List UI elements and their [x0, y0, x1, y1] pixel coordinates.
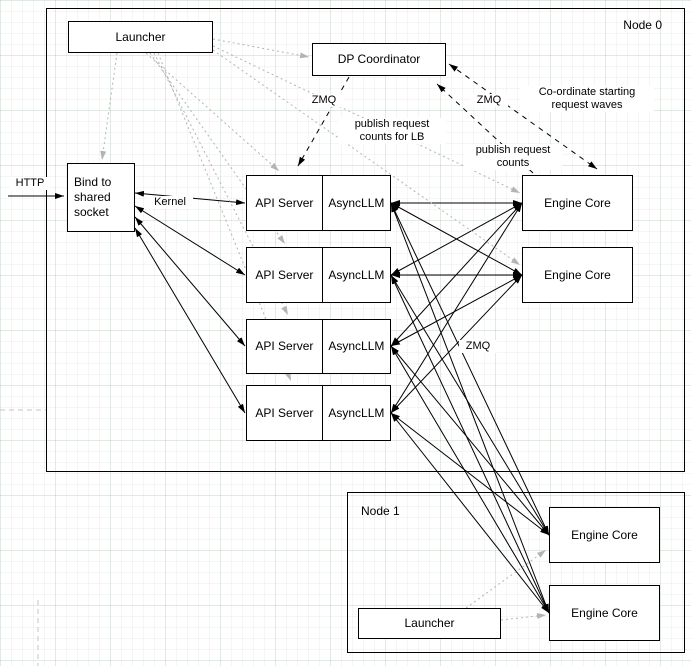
api-server-row-3: API Server AsyncLLM	[246, 319, 391, 374]
edge-launcher-dp	[212, 38, 310, 59]
zmq-dp-api-edge-label: ZMQ	[305, 94, 343, 107]
api-server-label: API Server	[247, 248, 323, 302]
edge-a3-e4	[390, 345, 550, 614]
publish-request-counts-label: publish request counts	[464, 144, 562, 170]
kernel-edge-label: Kernel	[147, 196, 193, 209]
edge-bind-api2	[134, 205, 246, 276]
api-server-label: API Server	[247, 176, 323, 230]
coordinate-request-waves-label: Co-ordinate starting request waves	[520, 86, 654, 112]
api-server-row-4: API Server AsyncLLM	[246, 385, 391, 441]
asyncllm-label: AsyncLLM	[328, 267, 385, 282]
node0-group: Node 0	[46, 8, 685, 472]
zmq-engine-dp-edge-label: ZMQ	[470, 94, 508, 107]
asyncllm-label: AsyncLLM	[328, 405, 385, 420]
launcher-node1-label: Launcher	[404, 616, 455, 630]
edge-a3-e2	[390, 274, 523, 347]
edge-a2-e4	[390, 274, 550, 614]
publish-request-counts-lb-label: publish request counts for LB	[338, 118, 446, 144]
api-server-label: API Server	[247, 320, 323, 373]
edge-bind-api4	[134, 227, 246, 414]
page-boundary-lines	[0, 409, 46, 666]
engine-core-label: Engine Core	[544, 267, 611, 282]
edge-launcher-bind	[100, 52, 118, 161]
edge-launcher-api2	[149, 52, 286, 245]
launcher-node1-box: Launcher	[358, 608, 501, 639]
solid-edges	[8, 190, 550, 614]
engine-core-node0-box-1: Engine Core	[522, 175, 633, 231]
bind-shared-socket-label: Bind to shared socket	[74, 175, 112, 219]
launcher-node0-box: Launcher	[68, 21, 213, 53]
engine-core-node0-box-2: Engine Core	[522, 247, 633, 303]
zmq-mesh-edge-label: ZMQ	[459, 340, 497, 353]
edge-launcher1-engine1a	[465, 549, 547, 609]
api-server-row-2: API Server AsyncLLM	[246, 247, 391, 303]
dp-coordinator-label: DP Coordinator	[337, 52, 421, 66]
edge-a4-e3	[390, 412, 550, 536]
edge-a4-e2	[390, 274, 523, 414]
asyncllm-label: AsyncLLM	[328, 339, 385, 353]
engine-core-node1-box-1: Engine Core	[549, 507, 660, 563]
edge-launcher-api1	[145, 52, 280, 172]
http-edge-label: HTTP	[10, 177, 50, 190]
bind-shared-socket-box: Bind to shared socket	[67, 163, 135, 232]
edge-a4-e4	[390, 412, 550, 614]
edge-bind-api3	[134, 216, 246, 347]
api-server-label: API Server	[247, 386, 323, 440]
node1-label: Node 1	[361, 504, 400, 518]
dp-coordinator-box: DP Coordinator	[312, 43, 446, 76]
engine-core-label: Engine Core	[544, 195, 611, 210]
edge-dp-engine-coordinate	[448, 63, 598, 170]
node0-label: Node 0	[623, 18, 662, 32]
api-server-row-1: API Server AsyncLLM	[246, 175, 391, 231]
asyncllm-label: AsyncLLM	[328, 195, 385, 210]
edge-dp-to-api	[297, 76, 350, 167]
edge-launcher-api4	[157, 52, 292, 382]
launcher-node0-label: Launcher	[115, 29, 166, 44]
edge-launcher1-engine1b	[500, 613, 547, 621]
engine-core-label: Engine Core	[571, 605, 638, 620]
engine-core-node1-box-2: Engine Core	[549, 585, 660, 641]
engine-core-label: Engine Core	[571, 527, 638, 542]
edge-a2-e3	[390, 274, 550, 536]
